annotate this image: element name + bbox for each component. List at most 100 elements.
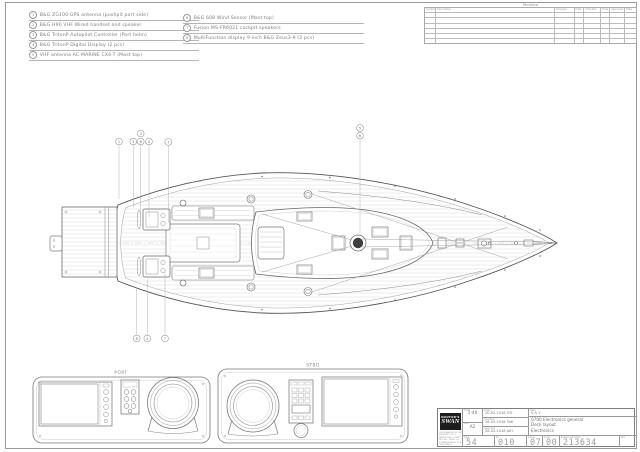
port-keypad: [120, 379, 140, 415]
cockpit-table: [196, 236, 210, 250]
revisions-empty-row: [425, 32, 636, 38]
mast: [349, 234, 367, 252]
index-code-label: Index: [544, 436, 551, 439]
drawing-title-line3: Electronics: [531, 427, 554, 433]
port-panel-screws: [38, 382, 205, 438]
boarding-ladder: [49, 235, 63, 252]
stanchions: [149, 175, 541, 311]
nautors-swan-logo: NAUTOR'S SWAN: [440, 412, 461, 430]
scale-value: 1:40: [467, 411, 478, 417]
legend-text: B&G TritonP Autopilot Controller (Port h…: [39, 32, 147, 38]
revisions-empty-row: [425, 37, 636, 43]
index-code-value: 00: [546, 438, 558, 447]
port-panel-label: PORT: [114, 370, 127, 376]
brand-name-top: NAUTOR'S: [441, 415, 460, 420]
no-code-cell: No 010: [495, 436, 527, 447]
title-block: NAUTOR'S SWAN THIS DRAWING IS THE PROPER…: [437, 408, 636, 447]
drawing-title-line1: 0700 Electronics general: [531, 416, 584, 422]
drawing-title-line2: Deck layout: [531, 422, 556, 428]
dept-cell: Dept S & Y: [529, 409, 636, 417]
no-code-label: No: [496, 436, 500, 439]
callout-circles: 1 2 3 8 4 7 5 6 8 4 7: [115, 124, 364, 343]
rev-label: Rev: [621, 436, 626, 439]
revisions-header: Description: [436, 8, 555, 13]
legend-item: 7 Fusion MS-FR6021 cockpit speakers: [183, 24, 364, 34]
scale-label: Scale: [464, 409, 471, 412]
legend-text: VHF antenna AC-MARINE CX4-T (Mast top): [39, 52, 143, 58]
callout-4: 4: [148, 139, 151, 144]
platform-fold-line: [104, 207, 109, 277]
controller-knob: [293, 423, 309, 438]
platform-teak-lines: [63, 209, 116, 275]
drawing-number-cell: Drawing Number 213634: [560, 436, 620, 447]
drawn-cell: Drawn 20.02.2018 OTr: [483, 409, 529, 418]
legend-item: 4 B&G TritonP Digital Display (2 pcs): [29, 41, 199, 51]
callout-2: 2: [132, 139, 135, 144]
dept-label: Dept: [530, 409, 536, 412]
legend-text: Fusion MS-FR6021 cockpit speakers: [193, 25, 281, 31]
callout-number: 6: [183, 14, 192, 23]
callout-5: 5: [359, 125, 362, 130]
type-code-value: 54: [466, 438, 478, 447]
callout-number: 1: [29, 11, 38, 20]
callouts: 1 2 3 8 4 7 5 6 8 4 7: [115, 124, 364, 343]
legend-item: 8 MultiFunction display 9 inch B&G Zeus3…: [183, 34, 364, 44]
revisions-header: Date: [602, 8, 611, 13]
leader-lines: [118, 139, 361, 335]
scale-cell: Scale 1:40: [463, 409, 483, 423]
type-code-cell: Type 54: [463, 436, 495, 447]
stbd-mfd-display: [321, 376, 403, 427]
stbd-panel-label: STBD: [306, 363, 320, 369]
drawing-number-label: Drawing Number: [561, 436, 581, 439]
callout-7: 7: [167, 139, 170, 144]
type-code-label: Type: [464, 436, 470, 439]
sheet-border: [5, 2, 637, 449]
revisions-header: Approved: [611, 8, 626, 13]
steering-wheel-stbd: [136, 256, 142, 277]
port-mfd-display: [38, 381, 113, 427]
callout-number: 8: [183, 34, 192, 43]
callout-number: 4: [29, 41, 38, 50]
size-value: A2: [469, 424, 476, 430]
callout-number: 2: [29, 21, 38, 30]
stbd-autopilot-controller: [288, 379, 314, 438]
dept-value: S & Y: [531, 411, 541, 416]
revisions-header: Date: [575, 8, 585, 13]
winches: [179, 190, 313, 296]
group-code-value: 07: [530, 438, 542, 447]
revisions-header: Checked: [584, 8, 602, 13]
callout-8b: 8: [135, 336, 138, 341]
approved-value: 28.02.2018 JAH: [485, 429, 513, 434]
revisions-header-row: Symbol Description Changed Date Checked …: [425, 8, 636, 13]
drawn-value: 20.02.2018 OTr: [485, 411, 513, 416]
callout-3: 3: [139, 131, 142, 136]
revisions-header: Changed: [555, 8, 575, 13]
revisions-header: Symbol: [426, 8, 436, 13]
port-instrument-pod: [147, 377, 199, 434]
stbd-panel-screws: [223, 374, 403, 438]
legend-text: B&G 608 Wind Sensor (Mast top): [193, 15, 274, 21]
drawing-number-value: 213634: [563, 438, 597, 447]
legend-text: MultiFunction display 9 inch B&G Zeus3-9…: [193, 35, 315, 41]
drawing-title-cell: 0700 Electronics general Deck layout Ele…: [529, 416, 636, 436]
index-code-cell: Index 00: [543, 436, 560, 447]
revisions-table: Revisions Symbol Description Changed Dat…: [424, 3, 637, 44]
checked-cell: Checked 28.02.2018 TaB: [483, 418, 529, 427]
approved-label: Approved: [484, 427, 496, 430]
legend-text: B&G H90 VHF Wired handset and speaker: [39, 22, 142, 28]
detail-view-port: PORT: [32, 370, 211, 444]
revisions-empty-row: [425, 17, 636, 23]
deck-rail-line: [120, 177, 550, 309]
legend-item: 6 B&G 608 Wind Sensor (Mast top): [183, 14, 364, 24]
checked-label: Checked: [484, 418, 494, 421]
size-label: Size: [464, 422, 469, 425]
checked-value: 28.02.2018 TaB: [485, 420, 513, 425]
callout-7b: 7: [164, 336, 167, 341]
legend-item: 5 VHF antenna AC-MARINE CX4-T (Mast top): [29, 51, 199, 61]
callout-number: 7: [183, 24, 192, 33]
no-code-value: 010: [498, 438, 515, 447]
revisions-header: Date: [626, 8, 633, 11]
approved-cell: Approved 28.02.2018 JAH: [483, 427, 529, 436]
